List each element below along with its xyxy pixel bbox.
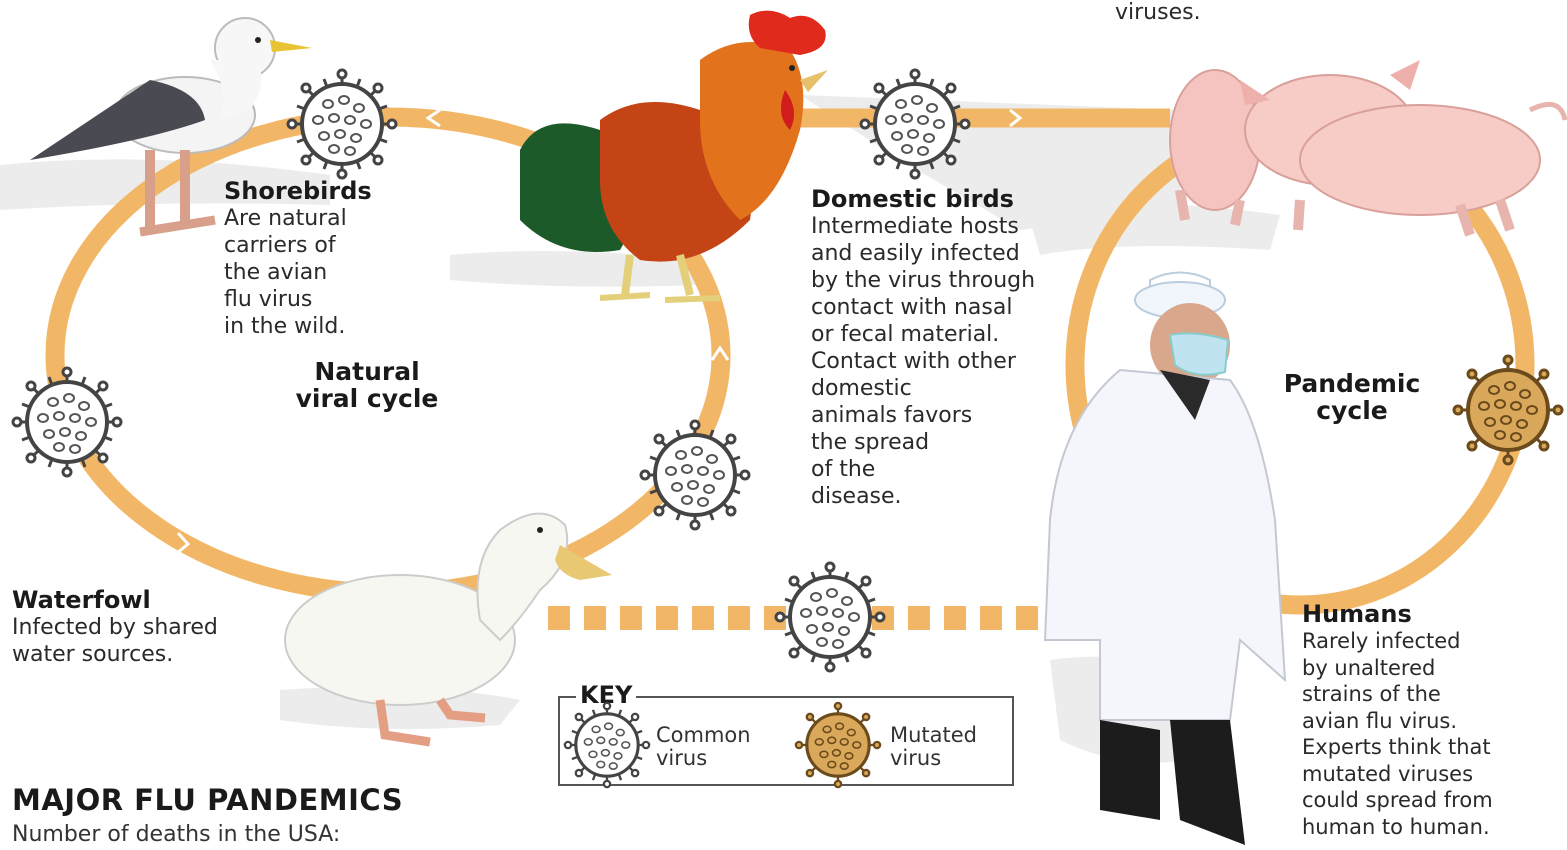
key-label-line: Mutated <box>890 724 977 747</box>
key-mutated-label: Mutated virus <box>890 724 977 770</box>
description-line: human to human. <box>1302 814 1493 841</box>
description-line: the spread <box>811 429 1035 456</box>
description-line: Experts think that <box>1302 734 1493 761</box>
description-line: disease. <box>811 483 1035 510</box>
humans-description: Rarely infected by unaltered strains of … <box>1302 628 1493 840</box>
description-line: Contact with other <box>811 348 1035 375</box>
description-line: avian flu virus. <box>1302 708 1493 735</box>
description-line: could spread from <box>1302 787 1493 814</box>
key-label-line: Common <box>656 724 751 747</box>
description-line: by unaltered <box>1302 655 1493 682</box>
domestic-birds-title: Domestic birds <box>811 186 1014 213</box>
key-common-label: Common virus <box>656 724 751 770</box>
common-virus-icon <box>13 368 121 476</box>
description-line: flu virus <box>224 286 347 313</box>
description-line: or fecal material. <box>811 321 1035 348</box>
pigs-icon <box>1170 60 1565 235</box>
description-line: Are natural <box>224 205 347 232</box>
common-virus-icon <box>288 70 396 178</box>
key-label-line: virus <box>890 747 977 770</box>
cycle-label-line: viral cycle <box>282 385 452 412</box>
description-line: Intermediate hosts <box>811 213 1035 240</box>
humans-title: Humans <box>1302 601 1412 628</box>
description-line: by the virus through <box>811 267 1035 294</box>
waterfowl-description: Infected by shared water sources. <box>12 614 218 668</box>
cycle-label-line: cycle <box>1262 397 1442 424</box>
mutated-virus-icon <box>1454 356 1562 464</box>
common-virus-icon <box>776 563 884 671</box>
description-line: mutated viruses <box>1302 761 1493 788</box>
description-line: domestic <box>811 375 1035 402</box>
description-line: contact with nasal <box>811 294 1035 321</box>
pandemic-cycle-label: Pandemic cycle <box>1262 370 1442 424</box>
description-line: strains of the <box>1302 681 1493 708</box>
description-line: the avian <box>224 259 347 286</box>
common-virus-icon <box>861 70 969 178</box>
key-title: KEY <box>576 681 636 709</box>
description-line: animals favors <box>811 402 1035 429</box>
description-line: and easily infected <box>811 240 1035 267</box>
deaths-subtitle: Number of deaths in the USA: <box>12 822 340 847</box>
major-flu-pandemics-title: MAJOR FLU PANDEMICS <box>12 783 403 817</box>
pandemic-arrow <box>1508 482 1520 498</box>
description-line: Rarely infected <box>1302 628 1493 655</box>
cycle-label-line: Natural <box>282 358 452 385</box>
waterfowl-title: Waterfowl <box>12 587 151 614</box>
shorebirds-title: Shorebirds <box>224 178 372 205</box>
cut-off-text: viruses. <box>1115 0 1201 26</box>
description-line: in the wild. <box>224 313 347 340</box>
cycle-label-line: Pandemic <box>1262 370 1442 397</box>
natural-cycle-label: Natural viral cycle <box>282 358 452 412</box>
description-line: carriers of <box>224 232 347 259</box>
common-virus-icon <box>641 421 749 529</box>
description-line: Infected by shared <box>12 614 218 641</box>
domestic-birds-description: Intermediate hosts and easily infected b… <box>811 213 1035 510</box>
description-line: of the <box>811 456 1035 483</box>
shorebirds-description: Are natural carriers of the avian flu vi… <box>224 205 347 340</box>
description-line: water sources. <box>12 641 218 668</box>
key-label-line: virus <box>656 747 751 770</box>
